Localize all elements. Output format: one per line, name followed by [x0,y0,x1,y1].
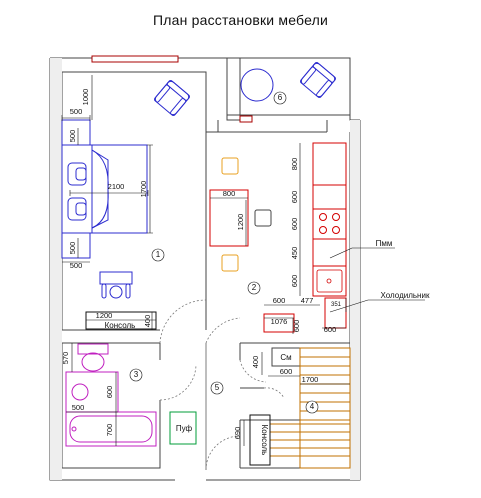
dim-1000: 1000 [81,89,90,106]
window-bedroom [91,55,179,63]
dimension-lines [61,75,350,446]
toilet [77,343,109,372]
dim-450: 450 [290,247,299,260]
dim-500-lower: 500 [68,242,77,255]
room-6-circle [273,91,287,105]
console-hall-box [249,414,271,466]
dim-690: 690 [233,427,242,440]
dim-600-fr3: 600 [324,325,337,334]
door-bedroom-swing [159,299,207,344]
door-entry-swing [205,435,241,471]
dim-800-table: 800 [223,189,236,198]
windows [91,55,253,123]
room-2-label: 2 [252,283,257,292]
dim-600-hall: 600 [280,367,293,376]
dim-1200-table: 1200 [236,214,245,231]
sink [316,269,343,293]
balcony-table [240,68,274,102]
dim-1200-console: 1200 [96,311,113,320]
room-5-label: 5 [215,383,220,392]
door-closet-swing [239,359,267,383]
label-pmm: Пмм [376,239,393,248]
pillow-2 [67,197,87,221]
room-2-circle [247,281,261,295]
window-kitchen [239,115,253,123]
dim-351: 351 [331,302,342,308]
door-bath-swing [159,364,197,401]
dim-1076: 1076 [271,317,288,326]
leader-pmm [329,247,395,259]
room-4-circle [305,400,319,414]
room-5-circle [210,381,224,395]
room-1-label: 1 [156,250,161,259]
puf-box [169,411,197,445]
chair-bottom [221,254,239,272]
desk-chair [99,271,133,299]
cabinet-pmm [312,238,347,267]
dim-1700-hall: 1700 [302,375,319,384]
room-1-circle [151,248,165,262]
dining-table-top [209,189,249,247]
label-console-bedroom: Консоль [105,321,136,330]
nightstand-bottom [61,232,91,259]
dim-400-hall: 400 [251,356,260,369]
dim-570: 570 [61,352,70,365]
dim-600-k4: 600 [290,275,299,288]
leader-fridge [329,299,425,313]
dim-600-bath: 600 [105,386,114,399]
label-cm: См [280,353,291,362]
dim-700: 700 [105,424,114,437]
console-bedroom [85,311,157,330]
dim-600-fr2: 600 [292,320,301,333]
nightstand-top [61,119,91,146]
door-room4-swing [263,387,285,399]
label-console-hall: Консоль [260,425,269,456]
leader-lines [329,247,425,313]
room-3-circle [129,368,143,382]
dim-500-left: 500 [68,130,77,143]
bed-cover-fold [91,149,109,229]
console-desk-bedroom [85,311,157,330]
dim-2100: 2100 [108,182,125,191]
room-3-label: 3 [134,370,139,379]
pillows [67,162,87,221]
cabinet-2 [312,184,347,210]
dim-600-k3: 600 [290,218,299,231]
cabinet-1 [312,142,347,186]
puf [169,411,197,445]
dim-800-k1: 800 [290,158,299,171]
wall-fill [50,58,360,480]
door-kitchen-swing [205,317,241,344]
dim-477: 477 [301,296,314,305]
fridge-lower-box [263,313,295,333]
sink-cabinet [312,265,347,297]
armchair-bedroom [154,80,190,116]
doors [159,299,285,471]
chair-right [254,209,272,227]
label-puf: Пуф [176,424,193,433]
dining-chairs [221,157,272,272]
console-hall [249,414,271,466]
dim-500-bath: 500 [72,403,85,412]
room-4-label: 4 [310,402,315,411]
dim-600-fr: 600 [273,296,286,305]
room-6-label: 6 [278,93,283,102]
chair-top [221,157,239,175]
dining-table [209,189,249,247]
stove-burners [319,213,340,234]
label-fridge: Холодильник [381,291,430,300]
pillow-1 [67,162,87,186]
plan-title: План расстановки мебели [152,12,329,28]
washbasin [71,383,89,401]
dim-500-bottom: 500 [70,261,83,270]
dim-400-console: 400 [143,315,152,328]
dim-600-k2: 600 [290,191,299,204]
room-circles [129,91,319,414]
dim-1700-bed: 1700 [139,181,148,198]
balcony-furniture [240,62,336,102]
stove [312,208,347,240]
dim-500-top: 500 [70,107,83,116]
nightstands [61,119,91,259]
